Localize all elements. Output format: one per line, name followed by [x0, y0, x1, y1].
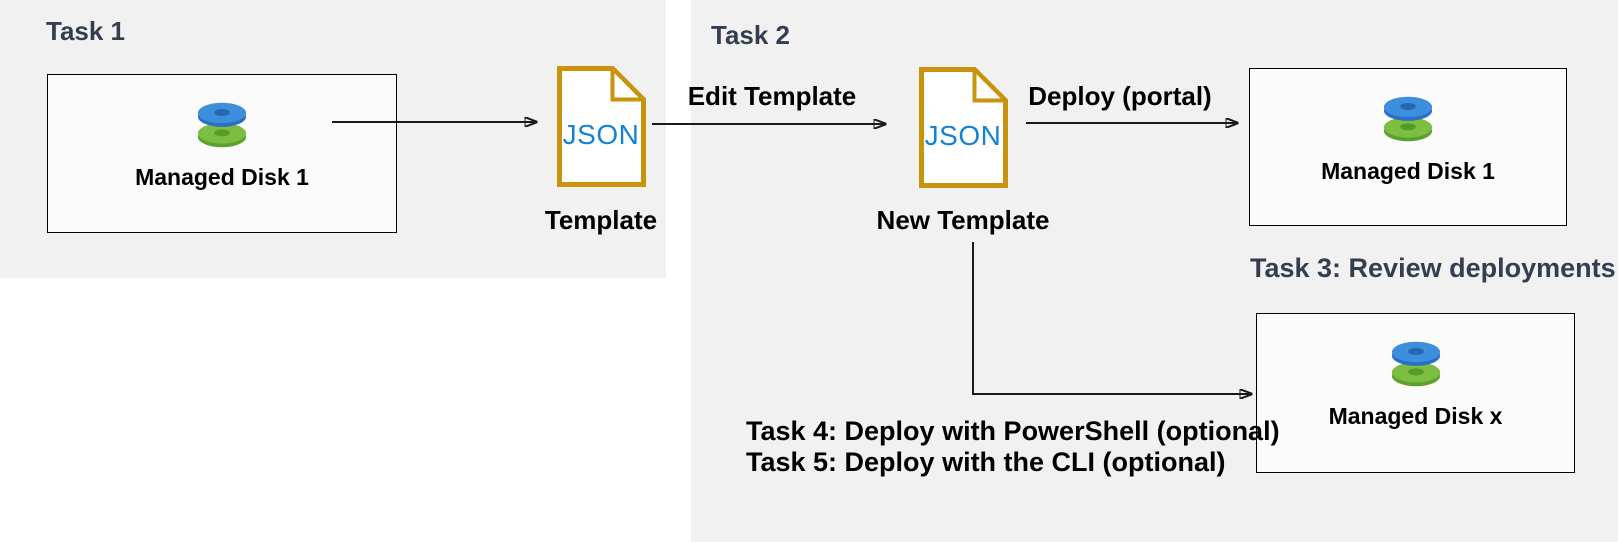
task2-title: Task 2: [711, 20, 791, 50]
task2-managed-disk-box: Managed Disk 1: [1249, 68, 1567, 226]
task3-title: Task 3: Review deployments: [1250, 253, 1616, 283]
template-label: Template: [544, 205, 658, 235]
managed-disk-label: Managed Disk 1: [1321, 158, 1495, 184]
task1-managed-disk-box: Managed Disk 1: [47, 74, 397, 233]
managed-disk-icon: [1391, 341, 1440, 387]
task4-task5-notes: Task 4: Deploy with PowerShell (optional…: [746, 416, 1280, 478]
task4-note: Task 4: Deploy with PowerShell (optional…: [746, 416, 1280, 446]
managed-disk-label: Managed Disk 1: [135, 164, 309, 190]
new-json-template-file-icon: JSON: [919, 67, 1008, 188]
edit-template-label: Edit Template: [687, 81, 857, 111]
json-template-file-icon: JSON: [557, 66, 646, 187]
json-text: JSON: [563, 119, 640, 150]
new-template-label: New Template: [876, 205, 1050, 235]
task1-title: Task 1: [46, 16, 126, 46]
managed-disk-icon: [1383, 96, 1433, 142]
managed-disk-icon: [197, 102, 247, 148]
deploy-portal-label: Deploy (portal): [1028, 81, 1212, 111]
json-text: JSON: [925, 120, 1002, 151]
task5-note: Task 5: Deploy with the CLI (optional): [746, 447, 1226, 477]
task3-managed-disk-box: Managed Disk x: [1256, 313, 1575, 473]
managed-disk-label: Managed Disk x: [1328, 403, 1503, 429]
